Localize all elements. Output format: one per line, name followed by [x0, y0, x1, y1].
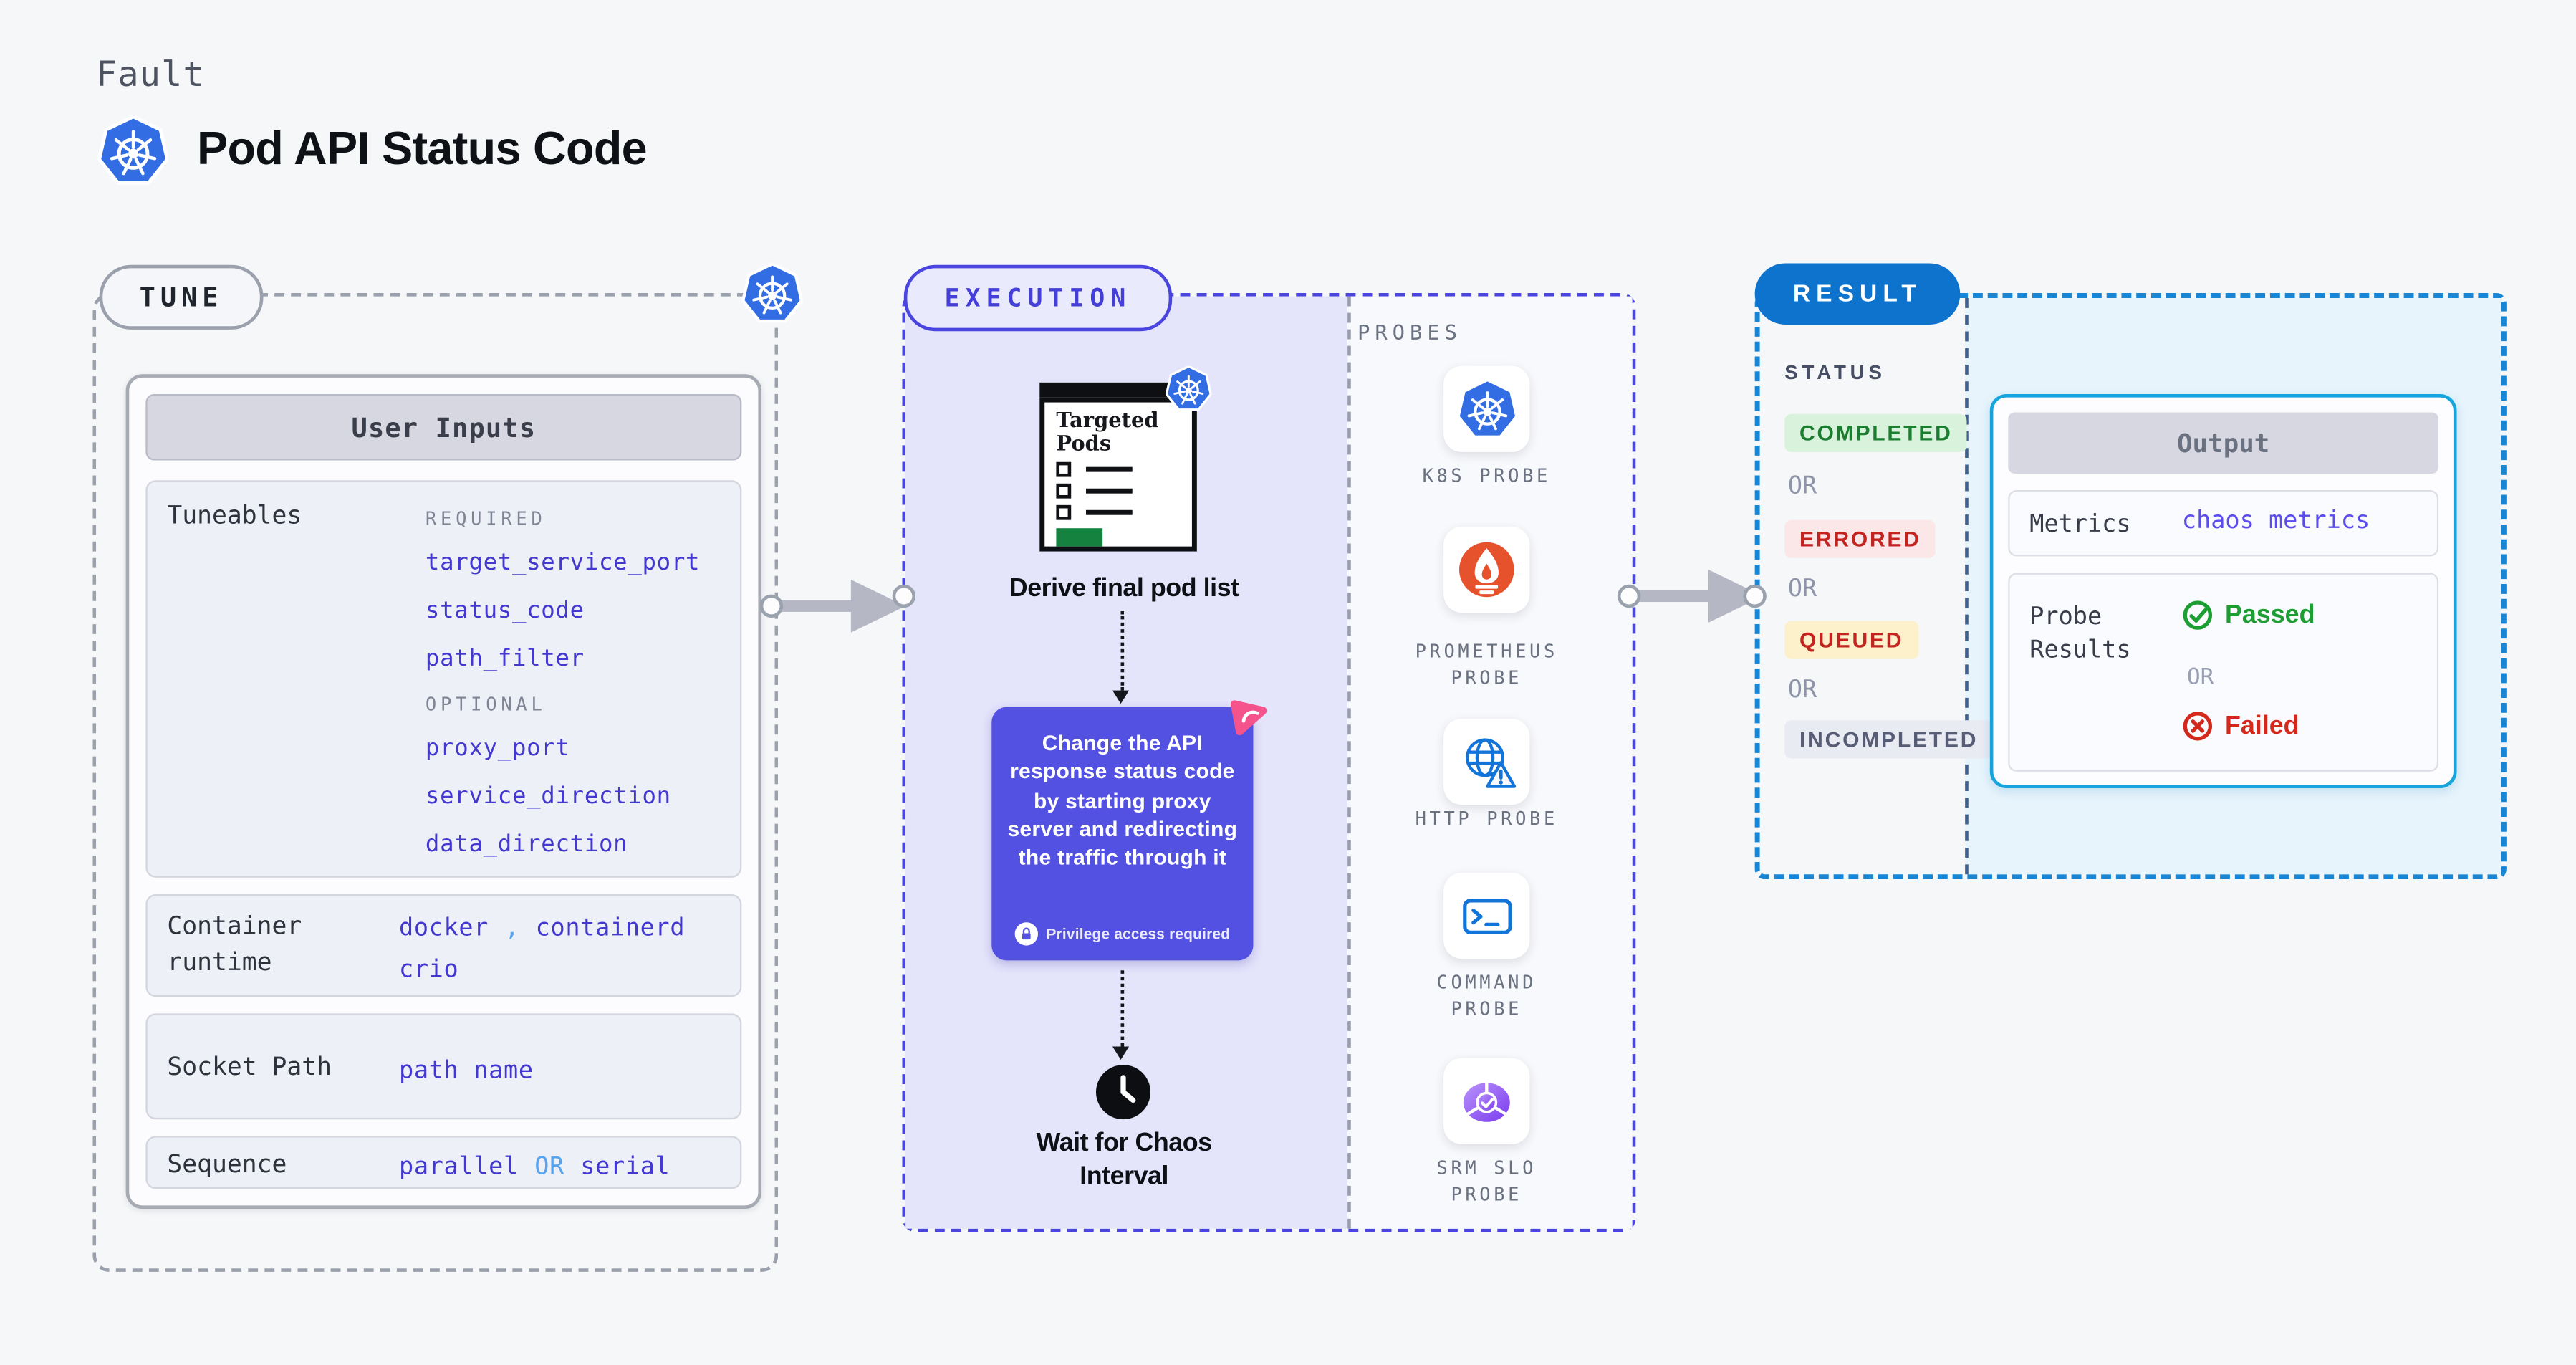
- result-pill: RESULT: [1754, 263, 1961, 325]
- tune-section: [92, 293, 779, 1272]
- terminal-icon: [1456, 885, 1518, 947]
- socket-path-value: path name: [398, 1058, 534, 1085]
- tuneable-item: path_filter: [425, 646, 585, 673]
- status-badge: INCOMPLETED: [1784, 720, 1994, 759]
- value-separator: ,: [504, 915, 520, 942]
- tuneable-item: status_code: [425, 598, 585, 625]
- window-titlebar: [1039, 382, 1197, 398]
- metrics-row: Metrics chaos metrics: [2008, 490, 2439, 557]
- kubernetes-icon: [741, 263, 803, 325]
- runtime-value: containerd: [535, 915, 686, 942]
- optional-label: OPTIONAL: [425, 694, 547, 716]
- runtime-value: crio: [398, 957, 459, 984]
- result-separator: [1965, 297, 1969, 875]
- targeted-pods-title: Targeted Pods: [1056, 407, 1159, 456]
- http-probe-card: [1443, 718, 1530, 805]
- tune-pill: TUNE: [99, 264, 264, 330]
- flow-dotted-arrow: [1112, 970, 1130, 1060]
- clock-icon: [1095, 1063, 1153, 1121]
- flow-arrow-icon: [779, 578, 908, 635]
- fault-kind-label: Fault: [96, 54, 205, 95]
- container-runtime-label: Container runtime: [167, 911, 302, 977]
- user-inputs-card: User Inputs Tuneables REQUIRED target_se…: [125, 374, 762, 1210]
- or-separator: OR: [2186, 664, 2214, 691]
- srm-slo-gauge-icon: [1455, 1070, 1518, 1133]
- failed-label: Failed: [2224, 711, 2299, 739]
- metrics-value: chaos metrics: [2181, 508, 2370, 535]
- metrics-label: Metrics: [2029, 512, 2131, 539]
- output-card: Output Metrics chaos metrics Probe Resul…: [1989, 394, 2457, 789]
- connector-node: [1743, 584, 1767, 608]
- targeted-pods-window: Targeted Pods: [1039, 382, 1197, 552]
- k8s-probe-card: [1443, 365, 1530, 452]
- chaos-action-box: Change the API response status code by s…: [991, 707, 1254, 961]
- command-probe-card: [1443, 872, 1530, 959]
- prometheus-icon: [1457, 540, 1517, 599]
- probe-label: HTTP PROBE: [1415, 808, 1558, 830]
- status-badge: ERRORED: [1784, 519, 1936, 558]
- flow-dotted-arrow: [1112, 610, 1130, 704]
- srm-slo-probe-card: [1443, 1058, 1530, 1144]
- probe-label: K8S PROBE: [1422, 465, 1551, 487]
- wait-chaos-caption: Wait for Chaos Interval: [1036, 1129, 1212, 1191]
- or-separator: OR: [1787, 576, 1817, 603]
- tuneables-row: Tuneables REQUIRED target_service_port s…: [145, 480, 742, 878]
- pod-list-item: [1056, 504, 1180, 520]
- check-circle-icon: [2183, 600, 2213, 630]
- http-globe-warning-icon: [1456, 731, 1518, 792]
- pod-list-item: [1056, 461, 1180, 477]
- socket-path-row: Socket Path path name: [145, 1013, 742, 1120]
- passed-label: Passed: [2224, 600, 2315, 629]
- user-inputs-header: User Inputs: [145, 394, 742, 461]
- runtime-value: docker: [398, 915, 489, 942]
- status-title: STATUS: [1784, 360, 1886, 385]
- tuneable-item: proxy_port: [425, 735, 570, 762]
- kubernetes-icon: [97, 116, 168, 187]
- sequence-value: serial: [580, 1154, 671, 1181]
- lock-icon: [1014, 922, 1038, 946]
- probes-title: PROBES: [1357, 320, 1462, 345]
- probe-results-row: Probe Results Passed OR Failed: [2008, 573, 2439, 772]
- tuneable-item: target_service_port: [425, 550, 701, 577]
- probe-label: SRM SLO PROBE: [1436, 1157, 1537, 1205]
- container-runtime-row: Container runtime docker , containerd cr…: [145, 894, 742, 997]
- confirm-button-shape: [1056, 528, 1103, 547]
- privilege-note: Privilege access required: [1046, 925, 1231, 942]
- or-separator: OR: [1787, 677, 1817, 704]
- probe-results-label: Probe Results: [2029, 604, 2131, 665]
- or-separator: OR: [1787, 473, 1817, 500]
- chaos-icon: [1230, 700, 1267, 736]
- kubernetes-icon: [1166, 366, 1212, 413]
- kubernetes-icon: [1456, 378, 1518, 440]
- status-badge: COMPLETED: [1784, 413, 1968, 452]
- connector-node: [759, 594, 784, 618]
- required-label: REQUIRED: [425, 508, 547, 530]
- probe-label: PROMETHEUS PROBE: [1415, 641, 1558, 689]
- sequence-value: parallel: [398, 1154, 519, 1181]
- tuneables-label: Tuneables: [167, 499, 302, 530]
- probe-label: COMMAND PROBE: [1436, 972, 1537, 1020]
- connector-node: [1617, 584, 1641, 608]
- sequence-row: Sequence parallel OR serial: [145, 1136, 742, 1189]
- tuneable-item: service_direction: [425, 783, 671, 810]
- prometheus-probe-card: [1443, 526, 1530, 613]
- derive-pod-list-caption: Derive final pod list: [1009, 574, 1239, 603]
- output-header: Output: [2008, 412, 2439, 474]
- sequence-label: Sequence: [167, 1149, 287, 1179]
- socket-path-label: Socket Path: [167, 1051, 332, 1082]
- or-separator: OR: [534, 1154, 564, 1181]
- tuneable-item: data_direction: [425, 831, 628, 858]
- status-badge: QUEUED: [1784, 621, 1919, 659]
- connector-node: [892, 584, 915, 608]
- probes-separator: [1347, 296, 1351, 1229]
- page-title: Pod API Status Code: [197, 123, 648, 174]
- pod-list-item: [1056, 483, 1180, 499]
- chaos-action-text: Change the API response status code by s…: [1007, 730, 1238, 870]
- execution-pill: EXECUTION: [903, 264, 1173, 332]
- x-circle-icon: [2183, 712, 2213, 741]
